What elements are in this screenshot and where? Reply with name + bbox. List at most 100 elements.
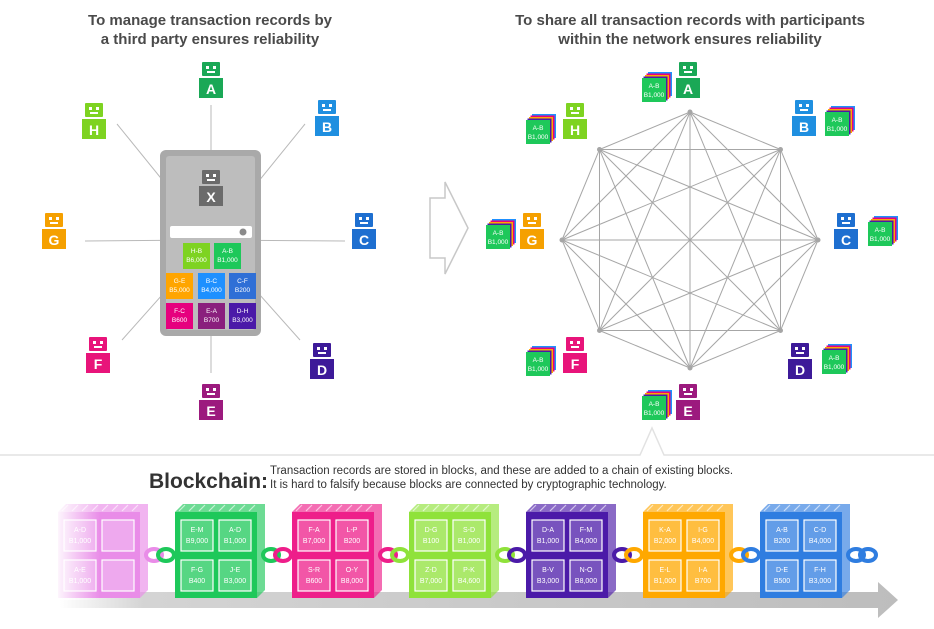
mesh-line: [561, 149, 781, 241]
block-cell-pair: P-K: [463, 567, 475, 574]
robot-x: X: [199, 170, 223, 206]
central-record-pair: A-B: [222, 248, 233, 255]
peer-h-eye-left: [570, 107, 573, 110]
peer-ledger-d-front: [822, 350, 846, 374]
blockchain-description: Transaction records are stored in blocks…: [270, 464, 733, 492]
participant-c: C: [352, 213, 376, 249]
centralized-network: XH-BB6,000A-BB1,000G-EB5,000B-CB4,000C-F…: [42, 62, 376, 420]
block-cell: [219, 560, 251, 591]
block-stripe: [305, 504, 313, 512]
mesh-line: [561, 239, 600, 331]
peer-e-head: [679, 384, 697, 398]
block-cell-amount: B1,000: [654, 578, 676, 585]
block-stripe: [111, 504, 119, 512]
block-stripe: [238, 504, 246, 512]
participant-f-eye-right: [100, 341, 103, 344]
peer-e-eye-right: [690, 388, 693, 391]
block-stripe: [442, 504, 450, 512]
block-cell-border: [803, 559, 837, 592]
block-cell: [415, 520, 447, 551]
peer-g-body: [520, 229, 544, 249]
robot-x-body: [199, 186, 223, 206]
block-stripe: [315, 504, 323, 512]
block-stripe: [345, 504, 353, 512]
block-cell: [336, 520, 368, 551]
block-cell-amount: B4,600: [458, 578, 480, 585]
peer-ledger-a-front: [642, 78, 666, 102]
peer-ledger-e-amount: B1,000: [644, 410, 665, 417]
block-stripe: [248, 504, 256, 512]
participant-e: E: [199, 384, 223, 420]
peer-g-eye-left: [527, 217, 530, 220]
mesh-node: [559, 237, 565, 243]
block-cell: [687, 520, 719, 551]
central-record-amount: B200: [235, 287, 251, 294]
participant-a: A: [199, 62, 223, 98]
robot-x-eye-left: [206, 174, 209, 177]
block-stripe: [763, 504, 771, 512]
block-cell-border: [101, 559, 135, 592]
participant-c-label: C: [359, 232, 369, 248]
block-cell-pair: F-A: [308, 527, 320, 534]
block-stripe: [589, 504, 597, 512]
block-cell-amount: B8,000: [341, 578, 363, 585]
peer-f-eye-right: [577, 341, 580, 344]
block-face: [526, 512, 608, 598]
central-record-pair: B-C: [206, 278, 218, 285]
mesh-line: [599, 149, 819, 241]
block-cell: [453, 560, 485, 591]
block-cell-border: [803, 519, 837, 552]
block-cell: [219, 520, 251, 551]
peer-ledger-b-pair: A-B: [832, 117, 843, 124]
participant-h-body: [82, 119, 106, 139]
central-record-pair: H-B: [191, 248, 202, 255]
block-cell-pair: K-A: [659, 527, 671, 534]
peer-d-head: [791, 343, 809, 357]
block-cell-amount: B7,000: [303, 538, 325, 545]
peer-f: F: [563, 337, 587, 373]
peer-ledger-b: A-BB1,000: [825, 106, 855, 136]
participant-c-body: [352, 229, 376, 249]
participant-g: G: [42, 213, 66, 249]
block-cell-pair: N-O: [580, 567, 593, 574]
participant-d-body: [310, 359, 334, 379]
transition-arrow-shape: [429, 181, 469, 275]
participant-g-eye-right: [56, 217, 59, 220]
search-icon: [239, 228, 247, 236]
peer-f-body: [563, 353, 587, 373]
peer-e-mouth: [684, 393, 692, 395]
block-cell-border: [452, 559, 486, 592]
participant-d-head: [313, 343, 331, 357]
left-title: To manage transaction records by a third…: [40, 11, 380, 49]
participant-e-mouth: [207, 393, 215, 395]
chain-link-left: [378, 547, 398, 563]
peer-d-body: [788, 359, 812, 379]
block-stripe: [208, 504, 216, 512]
peer-ledger-h-amount: B1,000: [528, 134, 549, 141]
block-cell-pair: A-B: [776, 527, 788, 534]
block-cell-amount: B3,000: [809, 578, 831, 585]
block-cell: [453, 520, 485, 551]
central-record-pair: E-A: [206, 308, 218, 315]
block-cell-pair: E-L: [660, 567, 671, 574]
peer-g-eye-right: [534, 217, 537, 220]
peer-b: B: [792, 100, 816, 136]
central-record: H-BB6,000: [183, 243, 210, 269]
block-cell: [804, 560, 836, 591]
peer-ledger-h-front: [526, 120, 550, 144]
block-stripe: [482, 504, 490, 512]
block-cell-amount: B600: [306, 578, 322, 585]
block-stripe: [676, 504, 684, 512]
block-cell-amount: B7,000: [420, 578, 442, 585]
block-cell-pair: A-D: [229, 527, 241, 534]
mesh-line: [599, 111, 691, 150]
block-fade: [54, 502, 100, 600]
block-cell: [649, 520, 681, 551]
block-stripe: [355, 504, 363, 512]
block-stripe: [549, 504, 557, 512]
participant-h-eye-left: [89, 107, 92, 110]
